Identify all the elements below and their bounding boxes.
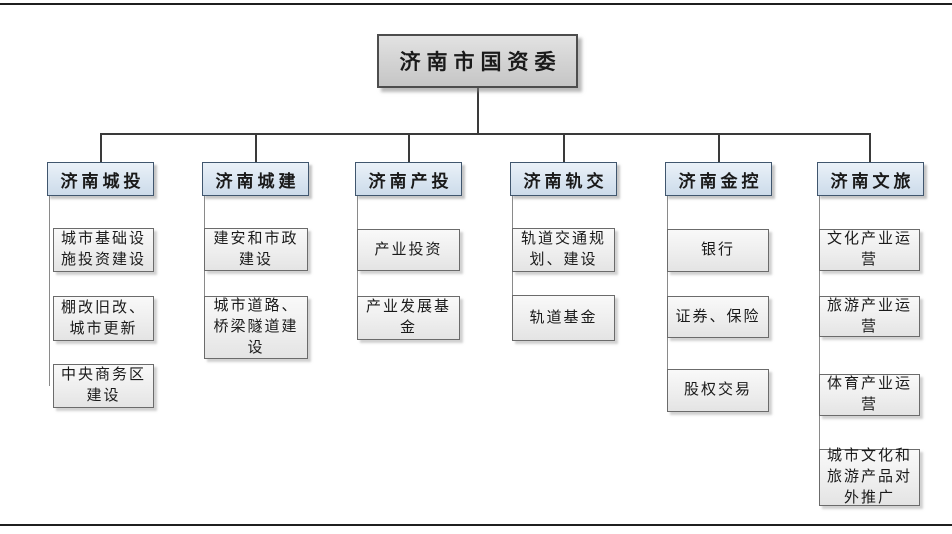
leaf-box-1-1: 城市基础设 施投资建设 bbox=[53, 228, 154, 272]
branch-box-3: 济南产投 bbox=[355, 162, 462, 196]
branch-box-2: 济南城建 bbox=[202, 162, 309, 196]
leaf-box-6-3: 体育产业运 营 bbox=[819, 374, 920, 416]
leaf-box-5-1: 银行 bbox=[667, 229, 769, 272]
branch-box-4: 济南轨交 bbox=[510, 162, 617, 196]
root-box: 济南市国资委 bbox=[377, 34, 578, 88]
leaf-box-3-1: 产业投资 bbox=[357, 229, 460, 271]
connector-trunk-horizontal bbox=[100, 133, 871, 135]
bottom-rule bbox=[0, 524, 952, 526]
branch-box-6: 济南文旅 bbox=[817, 162, 924, 196]
leaf-box-6-1: 文化产业运 营 bbox=[819, 229, 920, 271]
leaf-box-5-3: 股权交易 bbox=[667, 369, 769, 412]
leaf-box-2-1: 建安和市政 建设 bbox=[204, 228, 308, 271]
leaf-box-5-2: 证券、保险 bbox=[667, 296, 769, 338]
connector-hang-1 bbox=[49, 196, 50, 386]
leaf-box-4-1: 轨道交通规 划、建设 bbox=[512, 228, 615, 272]
leaf-box-1-3: 中央商务区 建设 bbox=[53, 364, 154, 408]
branch-box-5: 济南金控 bbox=[665, 162, 772, 196]
leaf-box-6-4: 城市文化和 旅游产品对 外推广 bbox=[819, 448, 920, 506]
connector-drop-5 bbox=[718, 133, 720, 162]
connector-hang-5 bbox=[667, 196, 668, 390]
leaf-box-6-2: 旅游产业运 营 bbox=[819, 296, 920, 337]
connector-root-vertical bbox=[477, 88, 479, 133]
connector-drop-3 bbox=[408, 133, 410, 162]
leaf-box-4-2: 轨道基金 bbox=[512, 295, 615, 341]
top-rule bbox=[0, 3, 952, 5]
connector-drop-6 bbox=[869, 133, 871, 162]
branch-box-1: 济南城投 bbox=[47, 162, 154, 196]
leaf-box-3-2: 产业发展基 金 bbox=[357, 296, 460, 340]
connector-drop-2 bbox=[255, 133, 257, 162]
connector-drop-4 bbox=[563, 133, 565, 162]
leaf-box-2-2: 城市道路、 桥梁隧道建 设 bbox=[204, 296, 308, 359]
leaf-box-1-2: 棚改旧改、 城市更新 bbox=[53, 296, 154, 341]
connector-drop-1 bbox=[100, 133, 102, 162]
